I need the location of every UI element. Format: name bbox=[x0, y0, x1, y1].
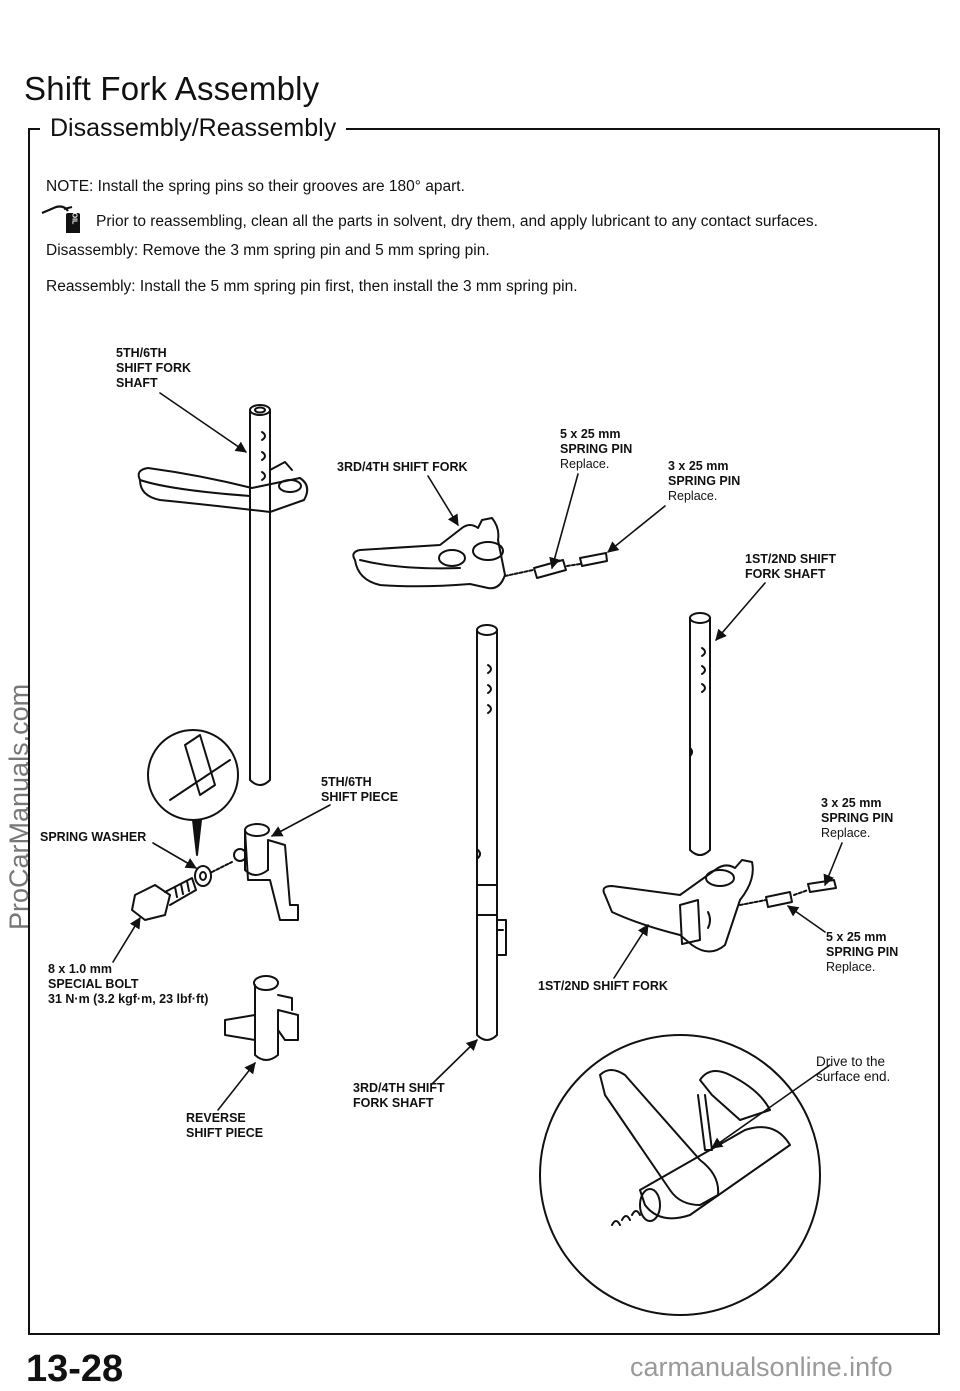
leader-lines bbox=[112, 392, 843, 1149]
shaft-5-6 bbox=[249, 404, 271, 786]
label-drive-note: Drive to the surface end. bbox=[816, 1054, 891, 1084]
special-bolt bbox=[131, 877, 197, 921]
disassembly-note: Disassembly: Remove the 3 mm spring pin … bbox=[46, 242, 490, 259]
note-line: NOTE: Install the spring pins so their g… bbox=[46, 178, 465, 195]
label-reverse-shift-piece: REVERSE SHIFT PIECE bbox=[186, 1111, 264, 1140]
oil-note-text: Prior to reassembling, clean all the par… bbox=[96, 213, 818, 230]
label-piece-5-6: 5TH/6TH SHIFT PIECE bbox=[321, 775, 399, 804]
spring-pins-1-2 bbox=[739, 879, 837, 908]
label-fork-1-2: 1ST/2ND SHIFT FORK bbox=[538, 979, 668, 993]
reassembly-note: Reassembly: Install the 5 mm spring pin … bbox=[46, 278, 578, 295]
fork-3-4 bbox=[352, 517, 506, 590]
oil-note: OIL Prior to reassembling, clean all the… bbox=[41, 205, 818, 239]
fork-1-2 bbox=[602, 859, 754, 953]
drive-detail-circle bbox=[539, 1034, 821, 1316]
label-spring-washer: SPRING WASHER bbox=[40, 830, 147, 844]
label-shaft-1-2: 1ST/2ND SHIFT FORK SHAFT bbox=[745, 552, 836, 581]
side-watermark: ProCarManuals.com bbox=[4, 683, 34, 930]
spring-washer bbox=[194, 861, 233, 887]
reverse-shift-piece bbox=[224, 975, 299, 1061]
label-shaft-5-6: 5TH/6TH SHIFT FORK SHAFT bbox=[116, 346, 191, 390]
spring-pins-3-4 bbox=[504, 552, 608, 579]
shaft-3-4 bbox=[476, 624, 507, 1041]
page-number: 13-28 bbox=[26, 1348, 124, 1390]
page-title: Shift Fork Assembly bbox=[24, 70, 320, 107]
shift-piece-5-6 bbox=[233, 823, 299, 921]
washer-detail-circle bbox=[147, 729, 239, 856]
label-shaft-3-4: 3RD/4TH SHIFT FORK SHAFT bbox=[353, 1081, 445, 1110]
site-watermark: carmanualsonline.info bbox=[630, 1352, 893, 1382]
shaft-1-2 bbox=[689, 612, 711, 856]
oil-can-icon: OIL bbox=[41, 205, 94, 239]
content-frame bbox=[28, 128, 940, 1335]
section-title: Disassembly/Reassembly bbox=[40, 114, 347, 143]
label-fork-3-4: 3RD/4TH SHIFT FORK bbox=[337, 460, 468, 474]
fork-5-6 bbox=[137, 461, 309, 513]
